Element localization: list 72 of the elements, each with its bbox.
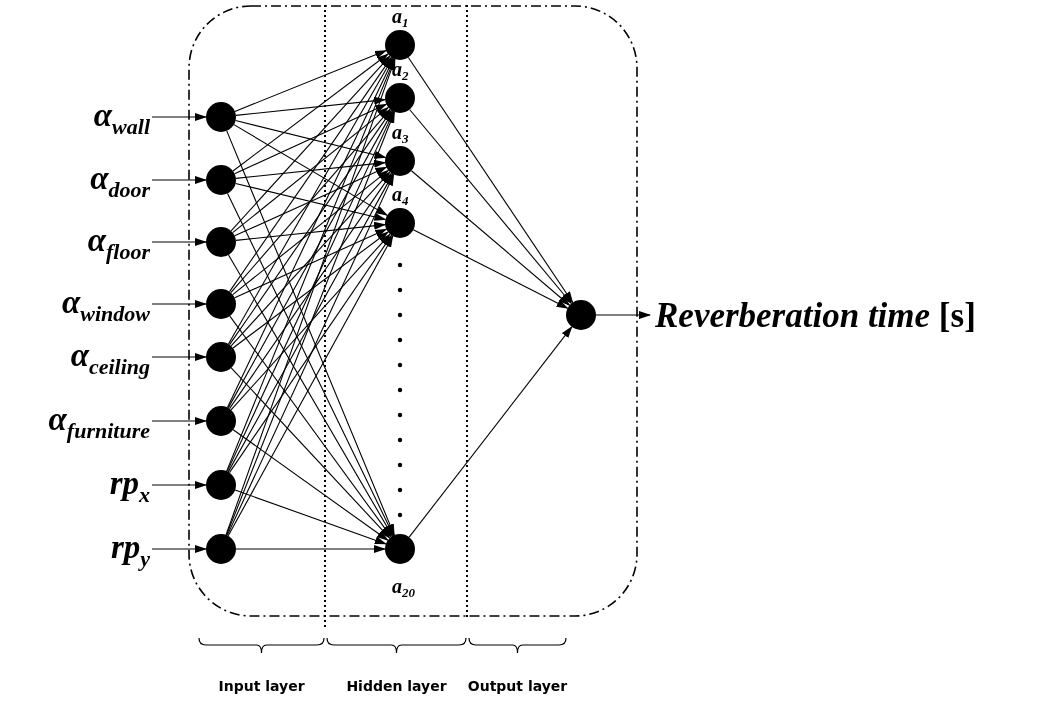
arrow (229, 56, 393, 293)
arrow (235, 120, 387, 159)
arrow (232, 429, 389, 541)
arrow (410, 170, 571, 306)
arrow (227, 110, 394, 409)
arrow (226, 57, 395, 408)
input-label: α$_{door}$ (0, 158, 150, 198)
arrow (232, 106, 390, 234)
neuron-node (385, 30, 415, 60)
neuron-node (206, 342, 236, 372)
input-label: α$_{wall}$ (0, 95, 150, 135)
arrow (235, 221, 387, 241)
neuron-node (206, 470, 236, 500)
dash-dot-rounded-frame (188, 5, 638, 617)
neuron-node (385, 534, 415, 564)
layer-label: Output layer (467, 678, 568, 694)
neuron-node (206, 289, 236, 319)
arrow (408, 326, 573, 538)
neuron-node (385, 83, 415, 113)
node-label: a$_{4}$ (392, 183, 409, 205)
arrow (234, 489, 387, 545)
arrow (230, 108, 391, 294)
arrow (151, 238, 207, 246)
neuron-node (206, 227, 236, 257)
layer-label: Hidden layer (346, 678, 447, 694)
arrow (151, 113, 207, 121)
arrow (234, 103, 388, 175)
arrow (232, 169, 390, 296)
arrow (151, 353, 207, 361)
arrow (230, 367, 391, 539)
arrow (407, 56, 574, 304)
neuron-node (385, 146, 415, 176)
arrow (228, 172, 393, 410)
neuron-node (206, 102, 236, 132)
arrow (232, 53, 389, 172)
node-label: a$_{20}$ (392, 575, 415, 597)
arrow (230, 171, 391, 347)
arrow (234, 50, 387, 112)
arrow (234, 228, 388, 299)
arrow (229, 109, 393, 346)
arrow (227, 173, 394, 473)
input-label: α$_{window}$ (0, 282, 150, 322)
arrow (235, 182, 387, 221)
arrow (228, 234, 393, 474)
node-label: a$_{1}$ (392, 5, 409, 27)
arrow (151, 481, 207, 489)
arrow (229, 315, 392, 538)
arrow (235, 159, 387, 179)
arrow (151, 176, 207, 184)
arrow (409, 108, 573, 305)
arrow (151, 300, 207, 308)
input-label: rp$_{x}$ (0, 463, 150, 503)
arrow (232, 231, 389, 349)
output-label: Reverberation time [s] (655, 296, 976, 336)
neuron-node (206, 534, 236, 564)
arrow (230, 55, 391, 232)
neuron-node (206, 406, 236, 436)
arrow (595, 311, 651, 320)
arrow (235, 545, 386, 553)
arrow (234, 166, 388, 237)
arrow (230, 233, 391, 411)
node-label: a$_{3}$ (392, 121, 409, 143)
neuron-node (206, 165, 236, 195)
neuron-node (385, 208, 415, 238)
arrow (151, 545, 207, 553)
layer-label: Input layer (218, 678, 305, 694)
arrow (227, 57, 394, 345)
arrow (235, 96, 387, 116)
arrow (233, 124, 388, 216)
arrow (412, 229, 569, 309)
neuron-node (566, 300, 596, 330)
arrow (151, 417, 207, 425)
